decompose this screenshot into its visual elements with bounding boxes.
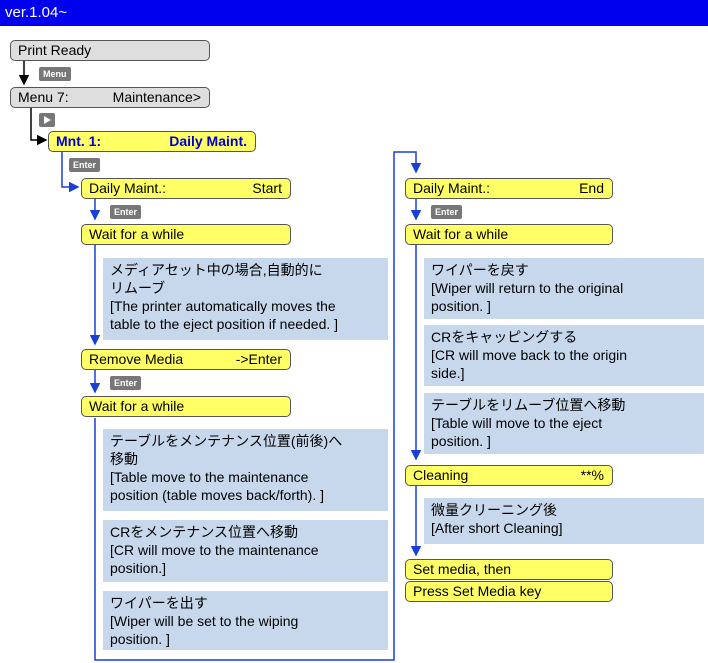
screen-remove-label: Remove Media (89, 351, 184, 367)
screen-cleaning-label: Cleaning (413, 467, 469, 483)
arrow-menu-to-mnt (30, 107, 48, 146)
note-remove-auto: メディアセット中の場合,自動的に リムーブ [The printer autom… (103, 258, 388, 340)
screen-press-set-media: Press Set Media key (405, 581, 613, 602)
screen-daily-start-label: Daily Maint.: (89, 180, 167, 196)
screen-wait-1: Wait for a while (81, 224, 291, 245)
note-cr-move: CRをメンテナンス位置へ移動 [CR will move to the main… (103, 520, 388, 582)
screen-wait-3: Wait for a while (405, 224, 613, 245)
screen-mnt-value: Daily Maint. (169, 133, 247, 149)
note-wiper-out: ワイパーを出す [Wiper will be set to the wiping… (103, 591, 388, 650)
screen-cleaning: Cleaning **% (405, 465, 613, 486)
right-arrow-key-icon[interactable] (39, 113, 55, 127)
note-table-eject: テーブルをリムーブ位置へ移動 [Table will move to the e… (424, 393, 704, 454)
enter-key[interactable]: Enter (110, 376, 142, 390)
screen-menu-index: Menu 7: (18, 89, 69, 105)
screen-remove-media: Remove Media ->Enter (81, 349, 291, 370)
screen-daily-end: Daily Maint.: End (405, 178, 613, 199)
screen-mnt-daily: Mnt. 1: Daily Maint. (48, 131, 256, 152)
screen-daily-start: Daily Maint.: Start (81, 178, 291, 199)
screen-mnt-index: Mnt. 1: (56, 133, 102, 149)
screen-menu-maintenance: Menu 7: Maintenance> (10, 87, 210, 108)
enter-key[interactable]: Enter (110, 205, 142, 219)
version-banner: ver.1.04~ (0, 0, 708, 26)
arrow-wait2-to-end (94, 151, 422, 661)
screen-set-media: Set media, then (405, 559, 613, 580)
screen-daily-end-label: Daily Maint.: (413, 180, 491, 196)
note-wiper-back: ワイパーを戻す [Wiper will return to the origin… (424, 258, 704, 319)
screen-wait-2: Wait for a while (81, 396, 291, 417)
screen-menu-value: Maintenance> (112, 89, 201, 105)
screen-daily-start-value: Start (252, 180, 282, 196)
screen-cleaning-value: **% (580, 467, 604, 483)
arrow-mnt-to-daily (61, 152, 80, 193)
enter-key[interactable]: Enter (69, 158, 101, 172)
enter-key[interactable]: Enter (431, 205, 463, 219)
note-table-move: テーブルをメンテナンス位置(前後)へ 移動 [Table move to the… (103, 429, 388, 511)
note-cr-cap: CRをキャッピングする [CR will move back to the or… (424, 325, 704, 386)
menu-key[interactable]: Menu (39, 67, 71, 81)
note-after-clean: 微量クリーニング後 [After short Cleaning] (424, 498, 704, 544)
screen-daily-end-value: End (579, 180, 604, 196)
screen-remove-value: ->Enter (235, 351, 282, 367)
screen-print-ready: Print Ready (10, 40, 210, 61)
